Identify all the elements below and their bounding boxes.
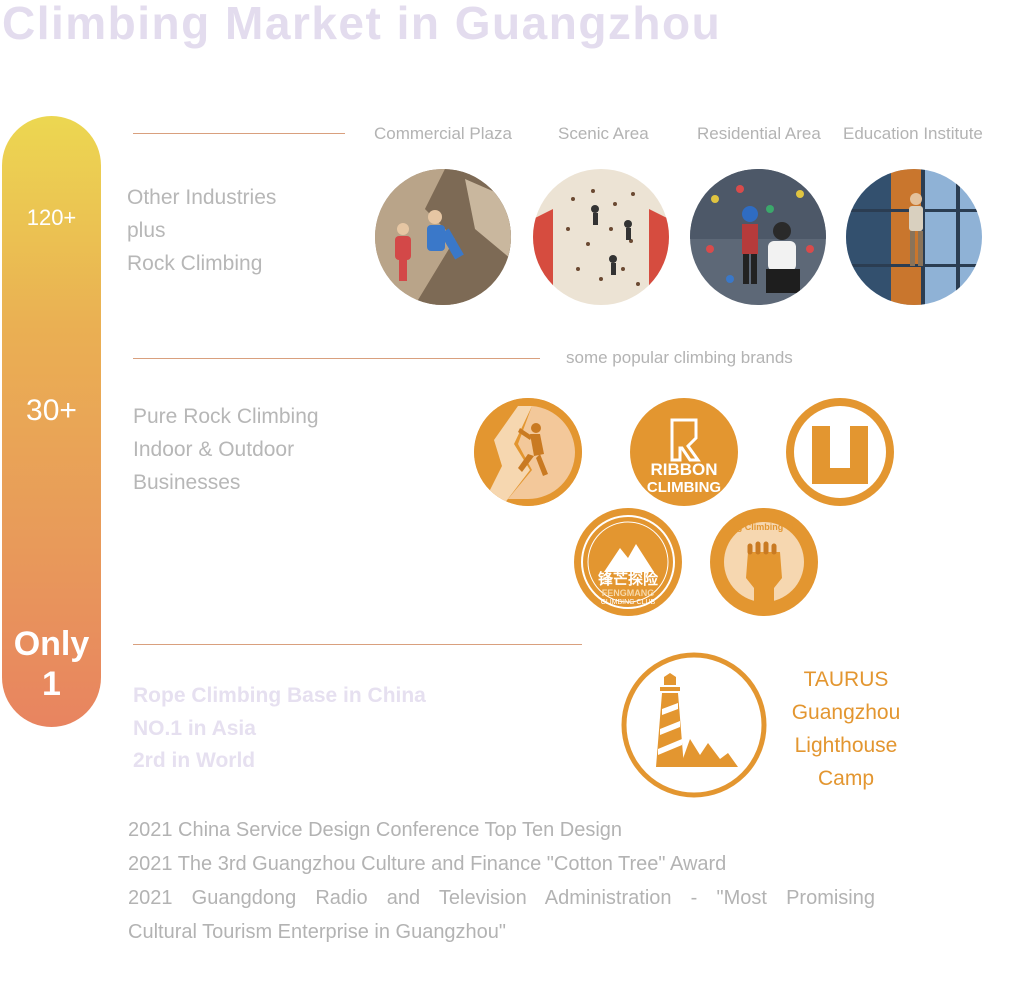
award-1: 2021 China Service Design Conference Top… <box>128 819 623 841</box>
bar-label-only: Only 1 <box>2 624 101 704</box>
divider-2 <box>133 358 540 359</box>
camp-line-3: Lighthouse <box>794 734 898 757</box>
section3-line-3: 2rd in World <box>133 749 256 772</box>
award-3-continued: Cultural Tourism Enterprise in Guangzhou… <box>128 921 507 943</box>
brand-logo-king-climbing: King Climbing Club <box>710 508 818 616</box>
section3-text: Rope Climbing Base in China NO.1 in Asia… <box>133 680 426 778</box>
section3-line-1: Rope Climbing Base in China <box>133 684 426 707</box>
page-title: Climbing Market in Guangzhou <box>2 0 722 49</box>
brand-logo-ribbon-climbing: RIBBON CLIMBING <box>630 398 738 506</box>
photo-education-institute <box>846 169 982 305</box>
section1-line-3: Rock Climbing <box>127 252 263 275</box>
section1-line-1: Other Industries <box>127 186 277 209</box>
category-residential-area: Residential Area <box>697 124 821 143</box>
section2-line-3: Businesses <box>133 471 241 494</box>
camp-line-2: Guangzhou <box>791 701 901 724</box>
ribbon-text-1: RIBBON <box>650 460 718 479</box>
brand-logo-climber <box>474 398 582 506</box>
divider-3 <box>133 644 582 645</box>
bar-label-120: 120+ <box>26 205 77 230</box>
photo-commercial-plaza <box>375 169 511 305</box>
gradient-bar <box>2 116 101 727</box>
section2-line-2: Indoor & Outdoor <box>133 438 295 461</box>
section3-line-2: NO.1 in Asia <box>133 716 256 740</box>
bar-label-only-number: 1 <box>42 665 61 703</box>
award-2: 2021 The 3rd Guangzhou Culture and Finan… <box>128 853 727 875</box>
photo-scenic-area <box>533 169 669 305</box>
section1-line-2: plus <box>127 219 166 242</box>
camp-line-4: Camp <box>817 767 875 790</box>
lighthouse-logo <box>620 651 768 799</box>
brand-logo-u: U <box>786 398 894 506</box>
ribbon-text-2: CLIMBING <box>646 479 722 496</box>
divider-1 <box>133 133 345 134</box>
fengmang-text-3: CLIMBING CLUB <box>600 599 656 606</box>
section2-line-1: Pure Rock Climbing <box>133 405 319 428</box>
section1-text: Other Industries plus Rock Climbing <box>127 181 276 280</box>
brands-caption: some popular climbing brands <box>566 348 793 367</box>
category-education-institute: Education Institute <box>843 124 983 143</box>
category-commercial-plaza: Commercial Plaza <box>374 124 512 143</box>
section2-text: Pure Rock Climbing Indoor & Outdoor Busi… <box>133 400 319 499</box>
photo-residential-area <box>690 169 826 305</box>
award-3: 2021 Guangdong Radio and Television Admi… <box>128 887 875 909</box>
fengmang-text-2: FENGMANG <box>601 588 655 598</box>
awards-list: 2021 China Service Design Conference Top… <box>128 813 875 949</box>
camp-line-1: TAURUS <box>803 668 889 691</box>
category-scenic-area: Scenic Area <box>558 124 649 143</box>
camp-name: TAURUS Guangzhou Lighthouse Camp <box>780 663 912 795</box>
brand-logo-fengmang: 锋芒探险 FENGMANG CLIMBING CLUB <box>574 508 682 616</box>
fengmang-text-1: 锋芒探险 <box>597 571 658 588</box>
king-text: King Climbing Club <box>722 522 806 532</box>
bar-label-30: 30+ <box>26 394 77 427</box>
bar-label-only-word: Only <box>13 625 90 663</box>
